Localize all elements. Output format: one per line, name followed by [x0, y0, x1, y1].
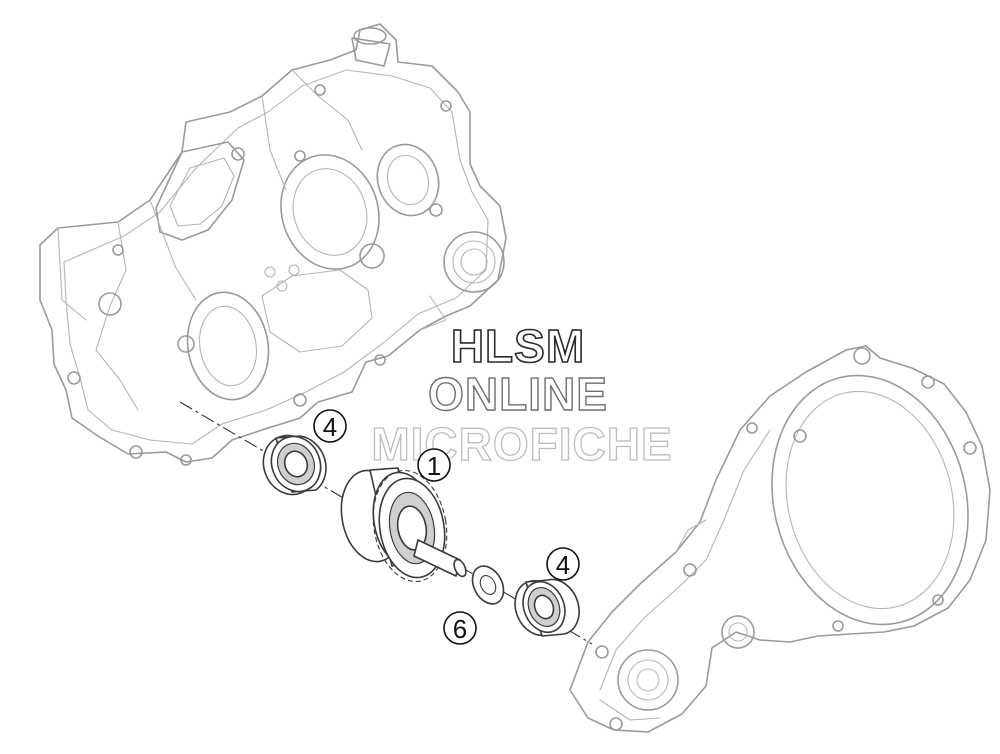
callout-label: 4: [556, 550, 570, 580]
watermark-line-1: HLSM: [451, 320, 585, 372]
watermark-line-3: MICROFICHE: [371, 418, 672, 470]
callout-4-left[interactable]: 4: [313, 409, 347, 443]
right-ball-bearing: [514, 578, 580, 637]
callout-circle: [417, 448, 451, 482]
callout-6[interactable]: 6: [443, 611, 477, 645]
right-clutch-cover: [569, 345, 991, 733]
primary-gear-assembly: [340, 467, 467, 583]
left-crankcase-housing: [39, 23, 507, 466]
callout-1[interactable]: 1: [417, 448, 451, 482]
callout-label: 1: [427, 451, 441, 481]
callout-circle: [443, 611, 477, 645]
callout-circle: [313, 409, 347, 443]
watermark: HLSM ONLINE MICROFICHE: [371, 319, 673, 470]
callout-circle: [546, 547, 580, 581]
callout-label: 4: [323, 412, 337, 442]
left-ball-bearing: [262, 434, 327, 496]
callout-4-right[interactable]: 4: [546, 547, 580, 581]
watermark-line-2: ONLINE: [428, 368, 608, 420]
thrust-washer: [471, 565, 505, 605]
callout-label: 6: [453, 614, 467, 644]
